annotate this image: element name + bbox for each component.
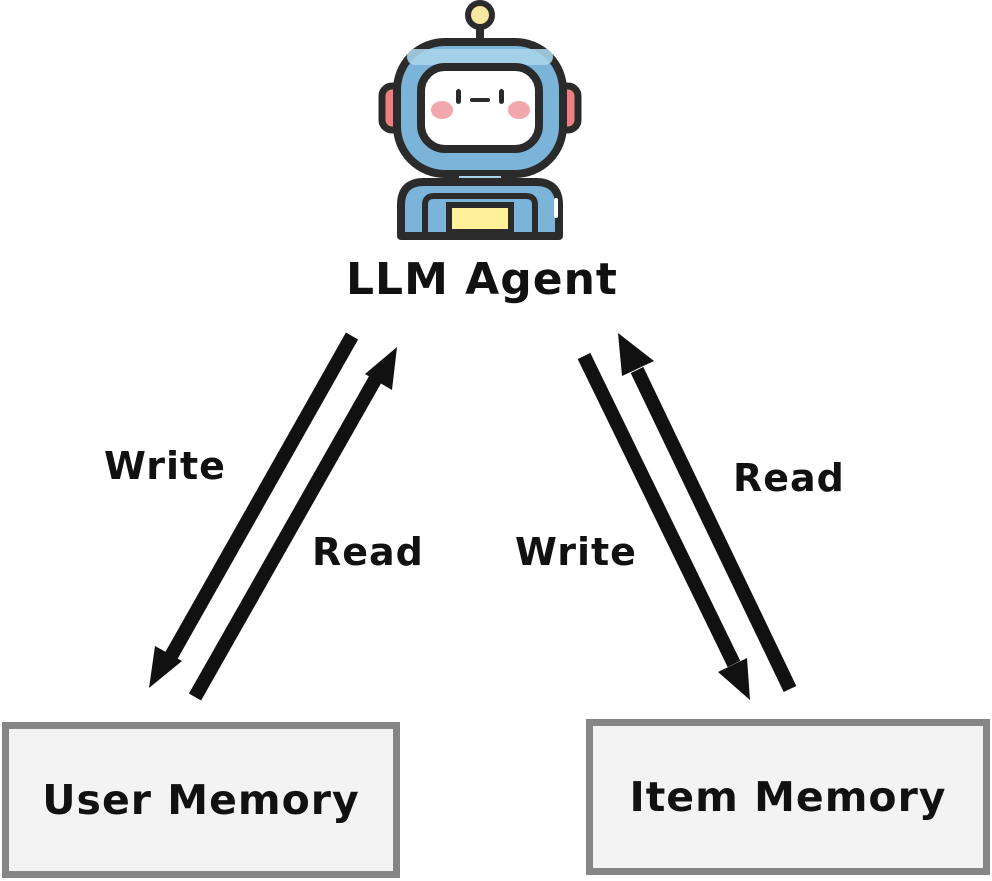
read-right-label: Read [733,456,845,500]
write-arrow-left-head [149,646,182,688]
read-left-label: Read [312,530,424,574]
write-right-label: Write [515,530,637,574]
user-memory-box: User Memory [2,722,400,878]
write-arrow-right-head [718,658,750,700]
read-arrow-right-shaft [630,366,797,693]
write-arrow-left-shaft [163,332,359,662]
read-arrow-left-shaft [188,374,383,701]
item-memory-box: Item Memory [586,719,990,875]
item-memory-label: Item Memory [629,773,947,821]
read-arrow-left-head [365,347,397,390]
llm-agent-label: LLM Agent [346,254,618,305]
user-memory-label: User Memory [42,776,360,824]
read-arrow-right-head [618,333,654,376]
write-arrow-right-shaft [577,352,741,668]
write-left-label: Write [104,444,226,488]
